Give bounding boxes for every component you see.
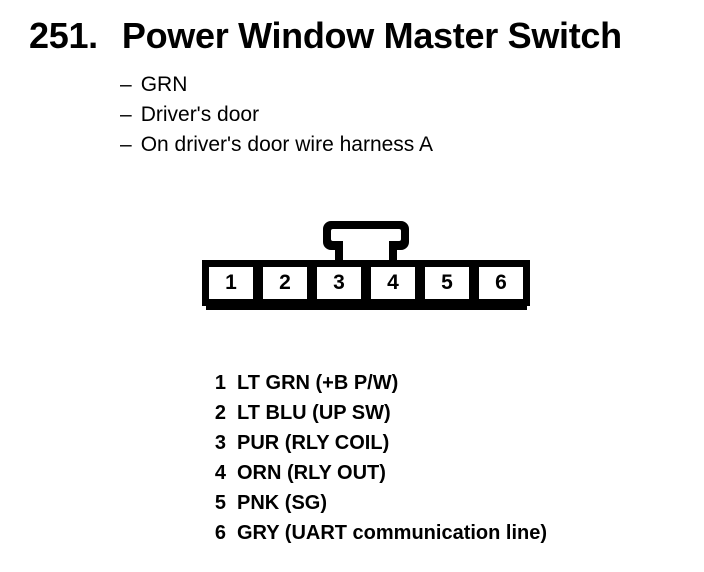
list-item: – Driver's door [120, 100, 433, 130]
item-title-text: Power Window Master Switch [121, 15, 622, 56]
list-item: – GRN [120, 70, 433, 100]
pin-number: 3 [214, 431, 226, 454]
pin-number: 5 [214, 491, 226, 514]
pinout-row: 2 LT BLU (UP SW) [212, 398, 547, 428]
pin-cell-4: 4 [371, 267, 415, 299]
bullet-dash: – [120, 133, 132, 156]
pin-number: 4 [214, 461, 226, 484]
pin-cell-1: 1 [209, 267, 253, 299]
detail-text: On driver's door wire harness A [140, 133, 433, 156]
page-title: 251. Power Window Master Switch [29, 16, 622, 56]
pin-label: LT GRN (+B P/W) [237, 371, 399, 394]
detail-text: Driver's door [140, 103, 260, 126]
pinout-legend: 1 LT GRN (+B P/W) 2 LT BLU (UP SW) 3 PUR… [212, 368, 547, 548]
connector-diagram: 1 2 3 4 5 6 [202, 218, 531, 312]
pin-label: LT BLU (UP SW) [237, 401, 391, 424]
connector-body: 1 2 3 4 5 6 [202, 260, 530, 306]
pinout-row: 6 GRY (UART communication line) [212, 518, 547, 548]
connector-latch-icon [323, 221, 409, 264]
bullet-dash: – [120, 103, 132, 126]
pinout-row: 3 PUR (RLY COIL) [212, 428, 547, 458]
pin-label: GRY (UART communication line) [237, 521, 548, 544]
pin-number: 6 [214, 521, 226, 544]
bullet-dash: – [120, 73, 132, 96]
pinout-row: 4 ORN (RLY OUT) [212, 458, 547, 488]
pin-cell-5: 5 [425, 267, 469, 299]
pin-label: ORN (RLY OUT) [237, 461, 386, 484]
item-number: 251. [29, 15, 98, 56]
pin-number: 1 [214, 371, 226, 394]
pin-cell-2: 2 [263, 267, 307, 299]
detail-text: GRN [140, 73, 188, 96]
pinout-row: 5 PNK (SG) [212, 488, 547, 518]
pin-label: PNK (SG) [237, 491, 327, 514]
connector-base-line [206, 306, 527, 310]
pin-cell-3: 3 [317, 267, 361, 299]
list-item: – On driver's door wire harness A [120, 130, 433, 160]
pin-label: PUR (RLY COIL) [237, 431, 390, 454]
pinout-row: 1 LT GRN (+B P/W) [212, 368, 547, 398]
pin-cell-6: 6 [479, 267, 523, 299]
connector-details-list: – GRN – Driver's door – On driver's door… [120, 70, 433, 160]
pin-number: 2 [214, 401, 226, 424]
